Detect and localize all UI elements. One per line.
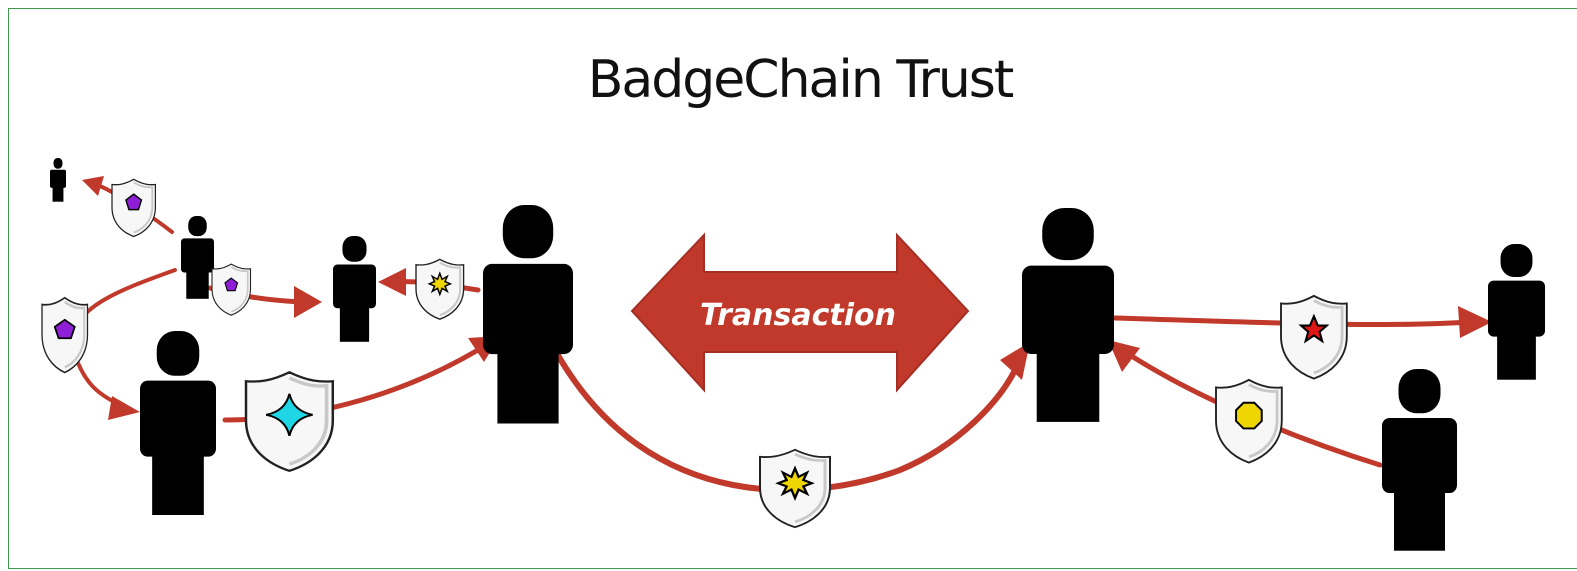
person-icon (1022, 208, 1114, 422)
shield-badge-icon (1214, 378, 1284, 465)
person-icon (333, 236, 376, 342)
person-icon (1488, 244, 1545, 380)
person-icon (50, 158, 66, 202)
transaction-label: Transaction (700, 298, 896, 333)
shield-badge-icon (40, 296, 89, 374)
arrowhead-middle (294, 286, 322, 318)
arrowhead-bottom-right (1108, 340, 1140, 372)
person-icon (1382, 369, 1457, 551)
arrowhead-far-right (1458, 306, 1492, 338)
shield-badge-icon (211, 263, 252, 317)
person-icon (140, 331, 216, 515)
diagram-title: BadgeChain Trust (587, 50, 1015, 110)
arrowhead-tiny (82, 176, 104, 196)
arrowhead-main-right (1000, 342, 1030, 380)
shield-badge-icon (414, 258, 465, 321)
arrow-main-left-to-main-right (552, 347, 1018, 494)
shield-badge-icon (758, 448, 832, 529)
transaction-arrow: Transaction (630, 232, 970, 393)
arrowhead-to-middle (378, 268, 406, 296)
shield-badge-icon (1279, 294, 1349, 381)
arrowhead-lower-left (108, 396, 140, 420)
shield-badge-icon (244, 370, 335, 473)
person-icon (483, 205, 573, 424)
shield-badge-icon (111, 178, 157, 238)
arrowheads-layer (82, 176, 1492, 420)
